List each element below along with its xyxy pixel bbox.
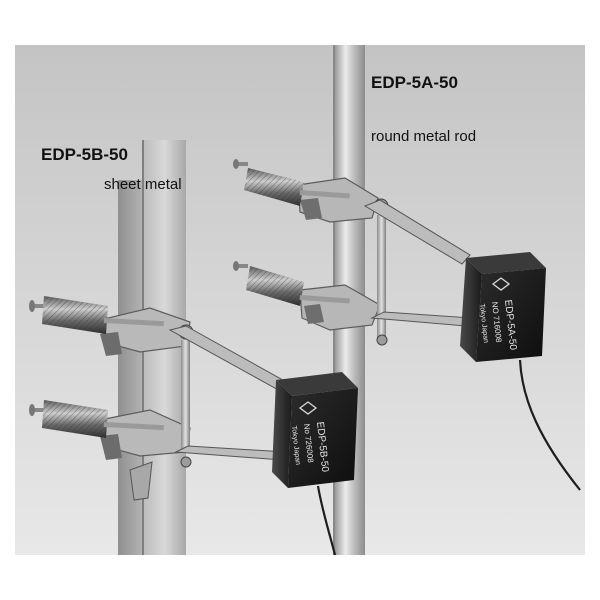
sensor-a-maker-marking: Tokyo Japan [478,303,489,343]
sheet-mount-assembly [29,296,291,501]
sensor-edp-5b-50: EDP-5B-50 No 726008 Tokyo Japan [272,372,358,556]
sensor-b-serial-marking: No 726008 [302,423,315,463]
model-a-target-label: round metal rod [371,128,477,145]
maker-logo-icon [298,401,318,415]
sensor-a-model-marking: EDP-5A-50 [502,299,518,351]
model-a-label: EDP-5A-50 [371,73,458,92]
sensor-edp-5a-50: EDP-5A-50 NO 716008 Tokyo Japan [460,252,581,491]
model-b-label: EDP-5B-50 [41,145,128,164]
maker-logo-icon [491,277,511,291]
sensor-b-model-marking: EDP-5B-50 [314,421,330,473]
sensor-a-cable [518,359,581,491]
sensor-a-serial-marking: NO 716008 [490,301,503,343]
rod-mount-assembly [233,159,473,346]
sensor-b-maker-marking: Tokyo Japan [290,425,301,465]
sensor-b-cable [316,485,337,556]
model-b-target-label: sheet metal [104,176,182,193]
